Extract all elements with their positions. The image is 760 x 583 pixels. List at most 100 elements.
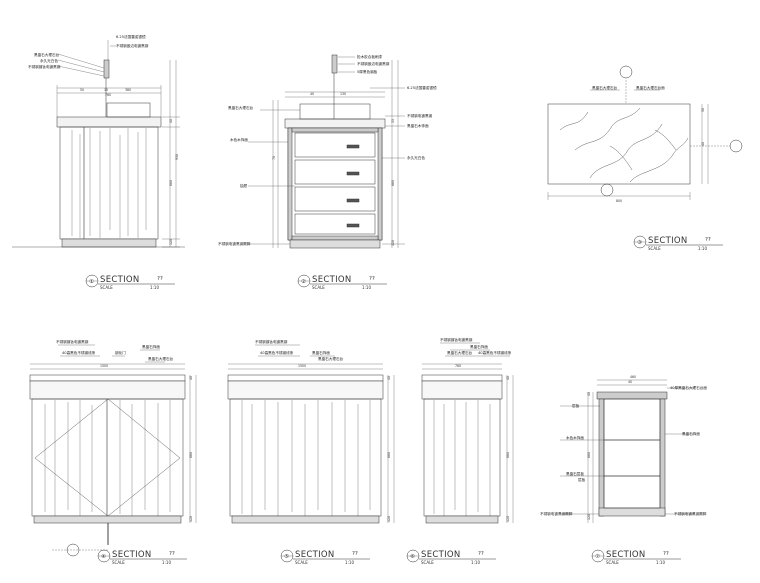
plan-marble-top: [547, 65, 743, 200]
scale-label-p5: SCALE: [295, 560, 308, 565]
dim-p2-5: 70: [272, 156, 276, 160]
scale-p3: 1:10: [698, 246, 707, 251]
label-p5-1: 不锈钢镀钛电镀黑钢: [255, 339, 288, 344]
ref-p1: ??: [157, 276, 163, 282]
label-p2-1: 松木胶合板刷漆: [357, 54, 383, 59]
ref-p6: ??: [478, 551, 484, 557]
dim-p5-4: 120: [387, 516, 391, 522]
label-p2-9: 木色木饰面: [230, 137, 248, 142]
label-p7-2: 层板: [572, 403, 580, 408]
marker-p7: ⑦: [595, 553, 600, 560]
label-p2-4: 6.25法国雷诺银镜: [407, 85, 437, 90]
label-p6-4: 40高黑色不锈钢线条: [478, 350, 512, 355]
dim-p1-7: 880: [169, 180, 173, 186]
dim-p2-2: 130: [340, 92, 346, 96]
section-7: [560, 379, 695, 523]
marker-p2: ②: [301, 278, 306, 285]
title-p4: SECTION: [112, 550, 152, 560]
dim-p7-2: 460: [630, 375, 636, 379]
marker-p4: ④: [101, 554, 106, 560]
dim-p2-4: 880: [391, 180, 395, 186]
label-p5-3: 黑晶石饰面: [312, 350, 330, 355]
title-block-6: [406, 549, 496, 563]
title-block-3: [633, 235, 723, 249]
label-p1-3: 黑晶石大理石台: [34, 52, 60, 57]
label-p4-4: 黑晶石大理石台: [148, 356, 174, 361]
ref-p5: ??: [352, 551, 358, 557]
title-p3: SECTION: [648, 236, 688, 246]
dim-p2-1: 40: [310, 92, 314, 96]
label-p7-1: 40厚黑晶石大理石台面: [670, 385, 707, 390]
dim-p1-1: 50: [80, 88, 84, 92]
label-p1-4: 永久光白色: [40, 58, 58, 63]
label-p4-1: 不锈钢镀钛电镀黑钢: [56, 339, 89, 344]
scale-p7: 1:10: [656, 560, 665, 565]
scale-label-p2: SCALE: [312, 285, 325, 290]
title-p1: SECTION: [100, 275, 140, 285]
label-p1-2: 不锈钢嵌边电镀黑钢: [116, 43, 149, 48]
dim-p7-5: 120: [587, 514, 591, 520]
marker-p1: ①: [89, 279, 94, 285]
elevation-6: [421, 342, 514, 524]
marker-p5: ⑤: [284, 554, 289, 560]
label-p2-6: 不锈钢电镀黑钢: [407, 113, 433, 118]
label-p2-2: 不锈钢嵌边电镀黑钢: [357, 61, 390, 66]
title-block-1: [85, 274, 175, 288]
dim-p4-3: 880: [189, 452, 193, 458]
title-block-7: [591, 549, 681, 563]
scale-label-p1: SCALE: [100, 285, 113, 290]
dim-p7-4: 880: [587, 452, 591, 458]
dim-p3-3: 800: [616, 199, 622, 203]
ref-p3: ??: [705, 237, 711, 243]
label-p2-7: 黑晶石木饰面: [407, 123, 429, 128]
scale-p6: 1:10: [471, 560, 480, 565]
scale-label-p4: SCALE: [112, 560, 125, 565]
dim-p7-3: 40: [587, 392, 591, 396]
dim-p3-1: 50: [701, 108, 705, 112]
dim-p7-1: 40: [628, 380, 632, 384]
dim-p1-3: 15: [104, 88, 108, 92]
label-p1-5: 不锈钢镀钛电镀黑钢: [28, 64, 61, 69]
label-p7-5: 黑晶石层板: [566, 471, 584, 476]
title-p7: SECTION: [606, 550, 646, 560]
label-p1-1: 6.25法国雷诺银镜: [116, 34, 146, 39]
title-block-4: [97, 549, 187, 563]
label-p5-4: 黑晶石大理石台: [318, 356, 344, 361]
scale-label-p6: SCALE: [421, 560, 434, 565]
dim-p1-8: 120: [169, 239, 173, 245]
label-p4-3: 黑晶石饰面: [142, 344, 160, 349]
dim-p5-3: 880: [387, 452, 391, 458]
dim-p2-3: 15: [391, 119, 395, 123]
label-p2-3: 5厚黑色钢板: [357, 69, 378, 74]
dim-p4-2: 40: [189, 376, 193, 380]
dim-p2-6: 120: [391, 240, 395, 246]
scale-p5: 1:10: [345, 560, 354, 565]
label-p7-7: 不锈钢电镀黑钢踢脚: [540, 511, 573, 516]
label-p7-3: 黑晶石饰面: [682, 431, 700, 436]
label-p3-2: 黑晶石大理石台面: [636, 85, 665, 90]
label-p4-2: 40高黑色不锈钢线条: [62, 350, 96, 355]
scale-p2: 1:10: [362, 285, 371, 290]
label-p6-3: 黑晶石大理石台: [447, 350, 473, 355]
scale-label-p7: SCALE: [606, 560, 619, 565]
title-p2: SECTION: [312, 275, 352, 285]
label-p7-8: 不锈钢电镀黑钢踢脚: [674, 511, 707, 516]
dim-p5-1: 1500: [298, 364, 306, 368]
marker-p3: ③: [637, 240, 642, 246]
label-p2-10: 抽屉: [240, 183, 248, 188]
label-p2-11: 不锈钢电镀黑钢踢脚: [218, 241, 251, 246]
scale-p1: 1:10: [150, 285, 159, 290]
elevation-2: [248, 54, 405, 249]
dim-p1-2: 930: [175, 154, 179, 160]
ref-p2: ??: [369, 276, 375, 282]
title-p6: SECTION: [421, 550, 461, 560]
title-p5: SECTION: [295, 550, 335, 560]
ref-p7: ??: [663, 551, 669, 557]
dim-p6-3: 880: [506, 452, 510, 458]
dim-p6-1: 760: [455, 364, 461, 368]
dim-p4-4: 120: [189, 516, 193, 522]
title-block-2: [297, 274, 387, 288]
scale-label-p3: SCALE: [648, 246, 661, 251]
label-p7-6: 层板: [578, 477, 586, 482]
